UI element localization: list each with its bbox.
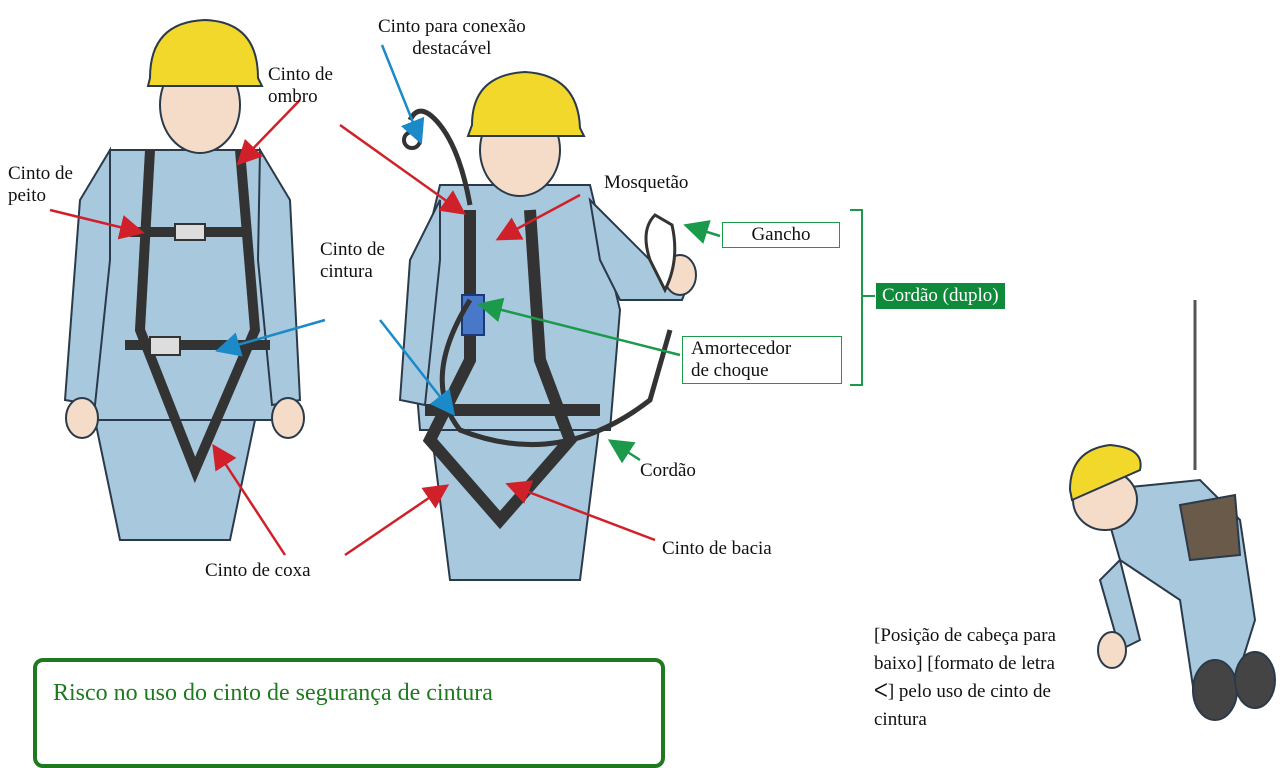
- label-thigh-belt: Cinto de coxa: [205, 560, 311, 581]
- label-arrows: [49, 44, 721, 557]
- lanyard-bracket: [850, 209, 875, 386]
- falling-worker-figure: [1068, 300, 1276, 721]
- label-hook: Gancho: [722, 222, 840, 248]
- risk-box-title: Risco no uso do cinto de segurança de ci…: [53, 680, 493, 706]
- label-lanyard: Cordão: [640, 460, 696, 481]
- label-waist-belt: Cinto de cintura: [320, 239, 385, 282]
- arrow-chest-belt: [49, 208, 145, 240]
- fall-note: [Posição de cabeça para baixo] [formato …: [874, 625, 1056, 730]
- label-carabiner: Mosquetão: [604, 172, 689, 193]
- label-shoulder-belt: Cinto de ombro: [268, 64, 333, 107]
- label-hip-belt: Cinto de bacia: [662, 538, 772, 559]
- arrow-hook: [683, 220, 721, 244]
- arrow-thigh-belt-front: [212, 443, 287, 556]
- label-connection-belt: Cinto para conexão destacável: [378, 16, 526, 59]
- arrow-lanyard: [607, 439, 641, 464]
- arrow-hip-belt: [505, 480, 656, 542]
- arrow-shoulder-belt-front: [236, 99, 301, 166]
- arrow-shoulder-belt-back: [339, 123, 467, 215]
- arrow-shock-absorber: [477, 297, 681, 357]
- arrow-waist-belt-front: [215, 318, 326, 357]
- label-shock-absorber: Amortecedor de choque: [682, 336, 842, 384]
- arrow-connection-belt: [380, 44, 425, 145]
- label-lanyard-double: Cordão (duplo): [876, 283, 1005, 309]
- arrow-carabiner: [495, 193, 581, 241]
- arrow-waist-belt-back: [379, 319, 456, 416]
- risk-box: Risco no uso do cinto de segurança de ci…: [33, 658, 665, 768]
- back-worker-figure: [398, 70, 697, 581]
- arrow-thigh-belt-back: [344, 484, 450, 557]
- harness-illustration: [49, 18, 1276, 721]
- label-chest-belt: Cinto de peito: [8, 163, 73, 206]
